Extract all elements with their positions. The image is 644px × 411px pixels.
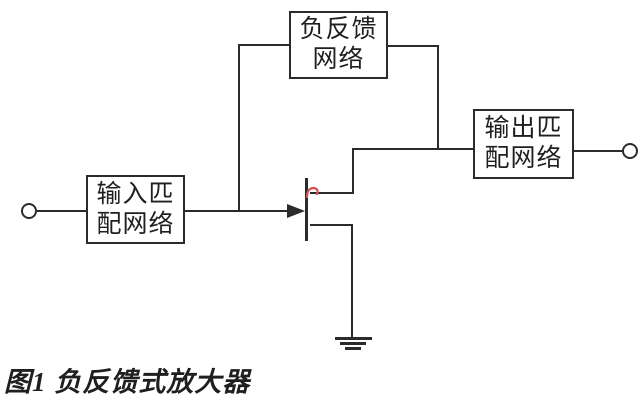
wire-feedback-right-vertical	[437, 45, 439, 150]
block-feedback-network: 负反馈 网络	[289, 11, 388, 79]
wire-source-horizontal	[310, 224, 353, 226]
wire-output-terminal	[574, 150, 624, 152]
block-output-matching-network: 输出匹 配网络	[473, 109, 574, 179]
ground-bar-3	[345, 347, 361, 350]
input-terminal-icon	[21, 203, 37, 219]
block-feedback-label-line2: 网络	[312, 46, 365, 73]
block-input-matching-label-line1: 输入匹	[96, 180, 175, 208]
block-feedback-label-line1: 负反馈	[299, 16, 378, 43]
figure-caption: 图1 负反馈式放大器	[4, 367, 251, 397]
transistor-channel-bar	[305, 178, 308, 241]
ground-bar-1	[335, 337, 372, 340]
transistor-gate-arrow-icon	[287, 204, 305, 218]
output-terminal-icon	[622, 143, 638, 159]
red-highlight-icon	[305, 186, 319, 199]
ground-bar-2	[340, 342, 366, 345]
wire-input-terminal	[37, 210, 87, 212]
block-input-matching-label-line2: 配网络	[96, 210, 175, 238]
block-output-matching-label-line2: 配网络	[484, 145, 563, 172]
wire-feedback-top-right	[386, 45, 439, 47]
block-input-matching-network: 输入匹 配网络	[86, 175, 185, 244]
wire-drain-vertical	[352, 148, 354, 194]
wire-source-to-ground	[351, 224, 353, 339]
wire-drain-to-output-box	[352, 148, 473, 150]
wire-input-to-gate	[185, 210, 303, 212]
block-output-matching-label-line1: 输出匹	[484, 115, 563, 142]
wire-drain-horizontal	[310, 192, 354, 194]
wire-feedback-top-left	[238, 44, 291, 46]
wire-feedback-left-vertical	[238, 44, 240, 212]
